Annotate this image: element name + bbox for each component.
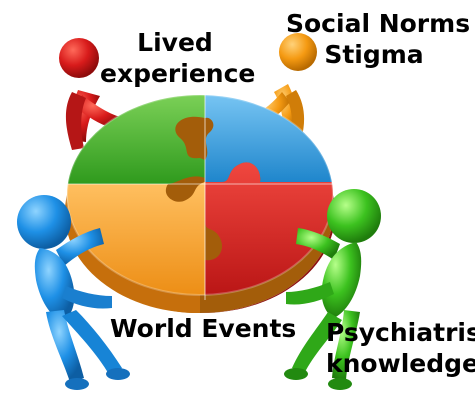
label-line: World Events	[110, 314, 297, 343]
label-line: Stigma	[324, 40, 424, 69]
label-line: Social Norms	[286, 9, 471, 38]
label-lived-experience: Lived experience	[100, 27, 256, 89]
label-social-norms-stigma: Social Norms Stigma	[286, 8, 471, 70]
label-psychiatrist-knowledge: Psychiatrist knowledge	[326, 317, 475, 379]
label-world-events: World Events	[110, 313, 297, 344]
blue-figure	[17, 195, 130, 390]
green-figure	[284, 189, 381, 390]
label-line: Psychiatrist	[326, 318, 475, 347]
label-line: experience	[100, 59, 256, 88]
puzzle-disk	[64, 94, 336, 314]
label-line: Lived	[137, 28, 213, 57]
label-line: knowledge	[326, 349, 475, 378]
